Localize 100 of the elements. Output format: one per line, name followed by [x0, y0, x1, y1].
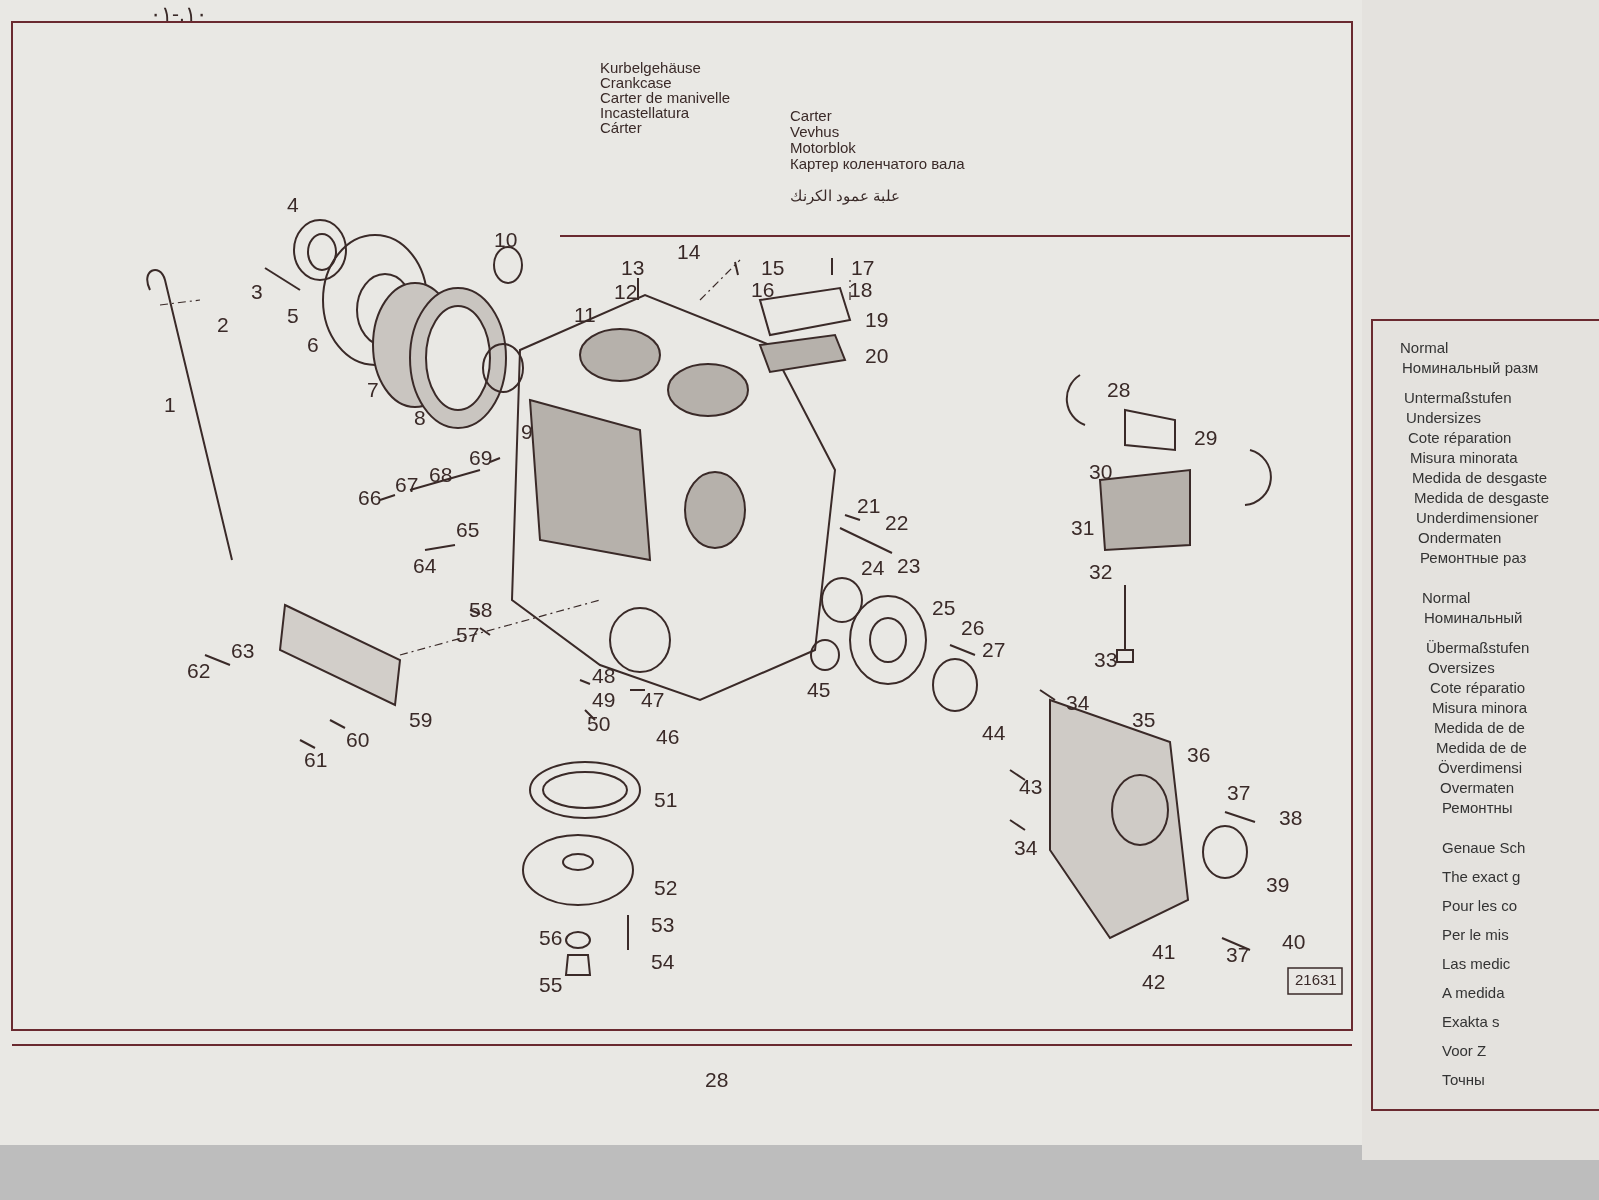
- panel-text: Untermaßstufen: [1404, 390, 1512, 407]
- heading-text: Kurbelgehäuse: [600, 60, 701, 77]
- callout-number: 53: [651, 913, 675, 937]
- callout-number: 25: [932, 596, 956, 620]
- heading-text: Crankcase: [600, 75, 672, 92]
- panel-text: Las medic: [1442, 956, 1511, 973]
- panel-text: Voor Z: [1442, 1043, 1487, 1060]
- panel-text: Medida de desgaste: [1414, 490, 1550, 507]
- heading-text: Motorblok: [790, 140, 856, 157]
- panel-text: Точны: [1442, 1072, 1485, 1089]
- panel-text: Normal: [1400, 340, 1449, 357]
- callout-number: 66: [358, 486, 382, 510]
- callout-number: 17: [851, 256, 875, 280]
- panel-text: Номинальный разм: [1402, 360, 1539, 377]
- callout-number: 69: [469, 446, 493, 470]
- panel-text: Übermaßstufen: [1426, 640, 1530, 657]
- callout-number: 38: [1279, 806, 1303, 830]
- callout-number: 52: [654, 876, 678, 900]
- callout-number: 64: [413, 554, 437, 578]
- callout-number: 47: [641, 688, 665, 712]
- callout-number: 4: [287, 193, 299, 217]
- callout-number: 14: [677, 240, 701, 264]
- callout-number: 33: [1094, 648, 1118, 672]
- panel-text: Номинальный: [1424, 610, 1523, 627]
- callout-number: 18: [849, 278, 873, 302]
- callout-number: 35: [1132, 708, 1156, 732]
- callout-number: 5: [287, 304, 299, 328]
- callout-number: 49: [592, 688, 616, 712]
- callout-number: 60: [346, 728, 370, 752]
- callout-number: 43: [1019, 775, 1043, 799]
- panel-text: A medida: [1442, 985, 1505, 1002]
- callout-number: 61: [304, 748, 328, 772]
- callout-number: 46: [656, 725, 680, 749]
- callout-number: 10: [494, 228, 518, 252]
- callout-number: 6: [307, 333, 319, 357]
- callout-number: 40: [1282, 930, 1306, 954]
- callout-number: 37: [1226, 943, 1250, 967]
- panel-text: Ремонтны: [1442, 800, 1513, 817]
- callout-number: 34: [1066, 691, 1090, 715]
- callout-number: 3: [251, 280, 263, 304]
- panel-text: Överdimensi: [1438, 760, 1523, 777]
- panel-text: Cote réparation: [1408, 430, 1512, 447]
- callout-number: 37: [1227, 781, 1251, 805]
- callout-number: 19: [865, 308, 889, 332]
- callout-number: 62: [187, 659, 211, 683]
- callout-number: 7: [367, 378, 379, 402]
- heading-text: علبة عمود الكرنك: [790, 188, 901, 205]
- callout-number: 29: [1194, 426, 1218, 450]
- callout-number: 57: [456, 623, 480, 647]
- callout-number: 36: [1187, 743, 1211, 767]
- panel-text: Pour les co: [1442, 898, 1518, 915]
- callout-number: 58: [469, 598, 493, 622]
- callout-number: 32: [1089, 560, 1113, 584]
- callout-number: 28: [1107, 378, 1131, 402]
- panel-text: Normal: [1422, 590, 1471, 607]
- callout-number: 16: [751, 278, 775, 302]
- panel-text: Per le mis: [1442, 927, 1509, 944]
- callout-number: 45: [807, 678, 831, 702]
- callout-number: 68: [429, 463, 453, 487]
- callout-number: 42: [1142, 970, 1166, 994]
- panel-text: Misura minora: [1432, 700, 1528, 717]
- callout-number: 67: [395, 473, 419, 497]
- panel-text: Exakta s: [1442, 1014, 1500, 1031]
- callout-number: 1: [164, 393, 176, 417]
- callout-number: 11: [574, 303, 596, 327]
- callout-number: 31: [1071, 516, 1095, 540]
- heading-text: Carter: [790, 108, 832, 125]
- callout-number: 8: [414, 406, 426, 430]
- panel-text: Cote réparatio: [1430, 680, 1526, 697]
- callout-number: 22: [885, 511, 909, 535]
- callout-number: 44: [982, 721, 1006, 745]
- callout-number: 50: [587, 712, 611, 736]
- callout-number: 34: [1014, 836, 1038, 860]
- panel-text: Genaue Sch: [1442, 840, 1526, 857]
- callout-number: 59: [409, 708, 433, 732]
- callout-number: 23: [897, 554, 921, 578]
- callout-number: 65: [456, 518, 480, 542]
- panel-text: Ondermaten: [1418, 530, 1502, 547]
- callout-number: 51: [654, 788, 678, 812]
- callout-number: 41: [1152, 940, 1176, 964]
- callout-number: 30: [1089, 460, 1113, 484]
- panel-text: Underdimensioner: [1416, 510, 1539, 527]
- panel-text: Oversizes: [1428, 660, 1495, 677]
- panel-text: The exact g: [1442, 869, 1521, 886]
- callout-number: 9: [521, 420, 533, 444]
- callout-number: 54: [651, 950, 675, 974]
- panel-text: Overmaten: [1440, 780, 1515, 797]
- panel-text: Misura minorata: [1410, 450, 1518, 467]
- panel-text: Medida de de: [1434, 720, 1525, 737]
- callout-number: 13: [621, 256, 645, 280]
- drawing-number: 21631: [1295, 972, 1337, 989]
- callout-number: 27: [982, 638, 1006, 662]
- panel-text: Medida de desgaste: [1412, 470, 1548, 487]
- callout-number: 39: [1266, 873, 1290, 897]
- page-number: 28: [705, 1068, 729, 1092]
- heading-text: Cárter: [600, 120, 642, 137]
- heading-text: Картер коленчатого вала: [790, 156, 965, 173]
- callout-number: 48: [592, 664, 616, 688]
- callout-number: 12: [614, 280, 638, 304]
- panel-text: Undersizes: [1406, 410, 1482, 427]
